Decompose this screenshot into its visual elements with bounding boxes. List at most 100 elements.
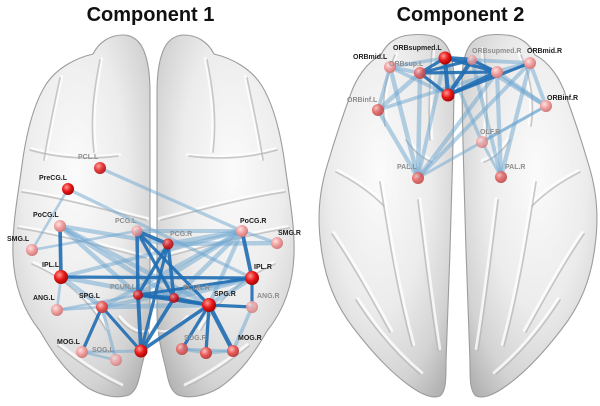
node-label: MOG.L <box>57 339 81 346</box>
node <box>245 271 259 285</box>
node <box>176 343 188 355</box>
node <box>476 136 488 148</box>
edge <box>206 275 255 308</box>
node <box>169 293 179 303</box>
panel-component-2: ORBmid.LORBsupmed.LORBsup.LORBinf.LPAL.L… <box>317 32 599 399</box>
edge <box>204 303 211 355</box>
right-hemisphere <box>155 33 296 399</box>
edge <box>494 69 504 180</box>
node <box>540 100 552 112</box>
node-label: PreCG.L <box>39 175 68 182</box>
node-label: PoCG.L <box>33 212 59 219</box>
node <box>491 66 503 78</box>
node-label: ANG.L <box>33 295 56 302</box>
node <box>51 304 63 316</box>
edge <box>388 56 447 69</box>
node-label: SPG.L <box>79 293 101 300</box>
edge <box>135 229 211 307</box>
node-labels: ORBmid.LORBsupmed.LORBsup.LORBinf.LPAL.L… <box>347 45 578 171</box>
edge <box>446 61 532 97</box>
node-label: SOG.L <box>92 347 115 354</box>
edge <box>30 187 70 252</box>
edge <box>415 69 500 181</box>
edge <box>376 65 392 112</box>
edge <box>443 56 499 74</box>
panel-title-component-1: Component 1 <box>86 4 215 26</box>
node <box>26 244 38 256</box>
node <box>76 346 88 358</box>
nodes <box>26 162 283 366</box>
edge <box>470 58 532 65</box>
edge <box>415 70 423 181</box>
edge <box>231 305 254 353</box>
node <box>133 290 143 300</box>
edge <box>528 61 548 108</box>
edge <box>206 302 236 354</box>
edge <box>180 303 211 351</box>
edge <box>387 64 421 181</box>
edge <box>100 305 143 353</box>
node <box>412 172 424 184</box>
node <box>131 225 143 237</box>
node-label: PAL.L <box>397 164 417 171</box>
node <box>467 55 477 65</box>
edge <box>80 305 104 354</box>
node-label: SOG.R <box>184 335 207 342</box>
node <box>202 298 216 312</box>
edge <box>418 58 474 75</box>
node <box>162 238 174 250</box>
node-label: OLF.R <box>480 129 500 136</box>
node <box>54 220 66 232</box>
edge <box>135 229 170 246</box>
edge <box>30 229 139 252</box>
edge <box>99 302 212 310</box>
node <box>94 162 106 174</box>
node-label: PCG.R <box>170 231 192 238</box>
node <box>200 347 212 359</box>
node <box>384 61 396 73</box>
edge <box>139 296 176 353</box>
node-label: MOG.R <box>238 335 262 342</box>
node <box>246 301 258 313</box>
node-label: PoCG.R <box>240 218 266 225</box>
node <box>438 51 452 65</box>
node-label: SPG.R <box>214 291 236 298</box>
edge <box>135 229 140 297</box>
edge <box>240 229 254 280</box>
node <box>110 354 122 366</box>
edge <box>139 242 170 353</box>
node <box>227 345 239 357</box>
node-label: ORBsupmed.R <box>472 48 521 55</box>
edge <box>55 293 140 312</box>
node-label: ORBmid.R <box>527 48 562 55</box>
edge <box>136 293 143 353</box>
edge <box>57 223 141 298</box>
edge <box>136 242 170 297</box>
edge <box>59 275 254 280</box>
node <box>62 183 74 195</box>
edge <box>139 303 211 353</box>
node-label: ORBsup.L <box>389 61 424 68</box>
node <box>524 57 536 69</box>
node <box>414 67 426 79</box>
node <box>96 301 108 313</box>
node <box>495 171 507 183</box>
node-label: PCG.L <box>115 218 137 225</box>
node-label: IPL.R <box>254 264 272 271</box>
node-label: ORBmid.L <box>353 54 388 61</box>
node <box>372 104 384 116</box>
node-label: SMG.R <box>278 230 301 237</box>
edge <box>388 65 450 97</box>
node-label: ANG.R <box>257 293 280 300</box>
edge <box>375 107 421 181</box>
node-label: PCL.L <box>78 154 99 161</box>
node <box>54 270 68 284</box>
node-label: PCUN.L <box>110 284 137 291</box>
node <box>271 237 283 249</box>
edge <box>416 56 447 180</box>
node <box>441 88 455 102</box>
edge <box>58 224 63 279</box>
